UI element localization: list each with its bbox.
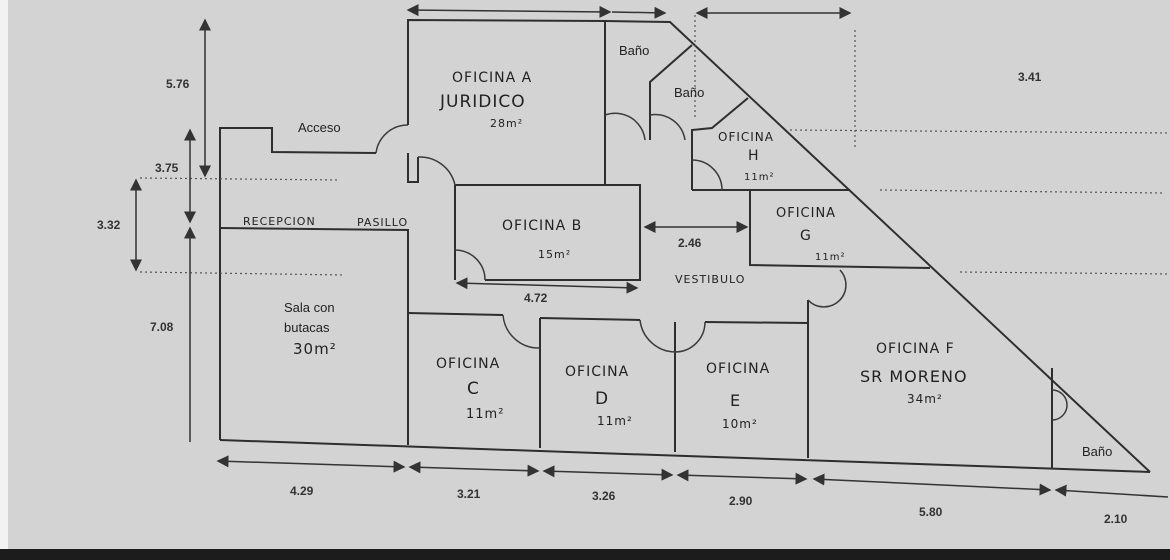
bano-3-label: Baño (1082, 444, 1112, 459)
oficina-c-area: 11m² (466, 407, 504, 422)
oficina-f-area: 34m² (907, 392, 943, 406)
sala-line1: Sala con (284, 300, 335, 315)
oficina-c-label: OFICINA (436, 356, 500, 372)
oficina-a-sub: JURIDICO (439, 92, 526, 112)
dim-bottom-2: 3.21 (457, 487, 481, 501)
oficina-g-label: OFICINA (776, 206, 836, 221)
oficina-a-label: OFICINA A (452, 70, 532, 86)
oficina-b-label: OFICINA B (502, 218, 582, 234)
sala-line2: butacas (284, 320, 330, 335)
photo-edge (0, 0, 8, 560)
oficina-b-area: 15m² (538, 248, 571, 261)
door-swings (375, 112, 1068, 421)
oficina-f-label: OFICINA F (876, 341, 955, 357)
guide-lines (139, 15, 1170, 276)
bano-1-label: Baño (619, 43, 649, 58)
dim-bottom-1: 4.29 (290, 484, 314, 498)
dim-left-top: 5.76 (166, 77, 190, 91)
dim-bottom-3: 3.26 (592, 489, 616, 503)
recepcion-label: RECEPCION (243, 215, 316, 228)
oficina-c-letter: C (467, 379, 480, 399)
dim-bottom-6: 2.10 (1104, 512, 1128, 526)
oficina-g-letter: G (800, 228, 812, 244)
pasillo-label: PASILLO (357, 216, 408, 229)
dim-oficina-b: 4.72 (524, 291, 548, 305)
dim-vestibulo: 2.46 (678, 236, 702, 250)
oficina-d-area: 11m² (597, 414, 633, 428)
oficina-d-letter: D (595, 389, 609, 409)
dim-bottom-5: 5.80 (919, 505, 943, 519)
oficina-e-area: 10m² (722, 417, 758, 431)
sala-area: 30m² (293, 340, 337, 358)
oficina-d-label: OFICINA (565, 364, 629, 380)
vestibulo-label: VESTIBULO (675, 273, 745, 286)
oficina-h-area: 11m² (744, 172, 774, 183)
dim-top-right: 3.41 (1018, 70, 1042, 84)
oficina-h-label: OFICINA (718, 130, 774, 144)
dim-left-mid: 3.75 (155, 161, 179, 175)
oficina-e-letter: E (730, 391, 741, 410)
oficina-h-letter: H (748, 148, 760, 164)
oficina-e-label: OFICINA (706, 361, 770, 377)
bano-2-label: Baño (674, 85, 704, 100)
oficina-g-area: 11m² (815, 252, 845, 263)
walls (219, 18, 1151, 473)
oficina-a-area: 28m² (490, 117, 523, 130)
oficina-f-sub: SR MORENO (860, 367, 968, 386)
dim-bottom-4: 2.90 (729, 494, 753, 508)
photo-bottom-edge (0, 549, 1170, 560)
dim-left-bottom: 7.08 (150, 320, 174, 334)
dim-left-outer: 3.32 (97, 218, 121, 232)
acceso-label: Acceso (298, 120, 341, 135)
dimension-arrows (130, 4, 1169, 498)
